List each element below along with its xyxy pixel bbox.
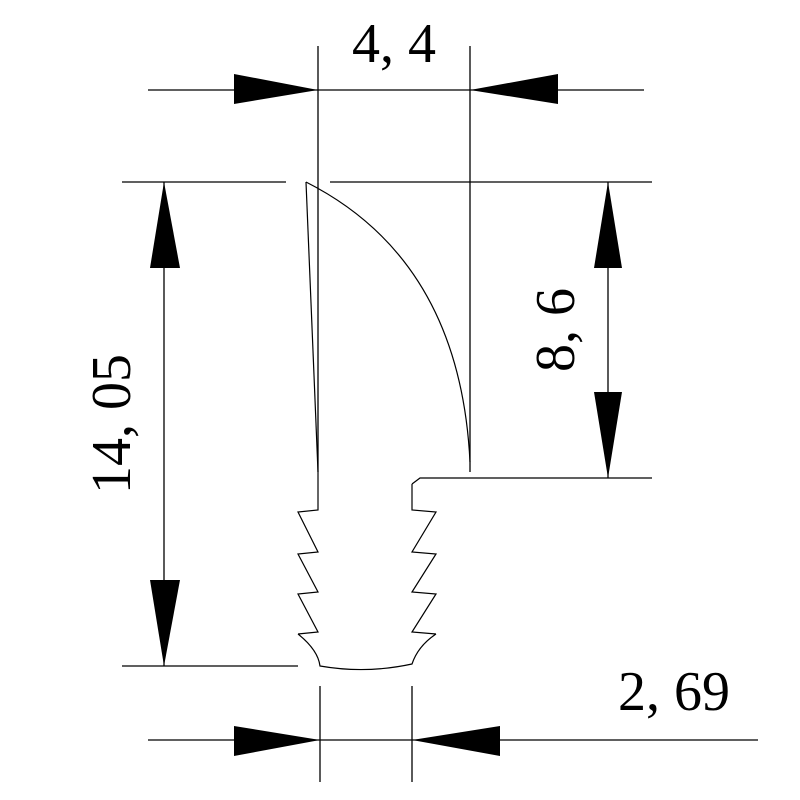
upper-height-bottom-arrowhead (594, 392, 622, 478)
upper-height-dimension: 8, 6 (330, 181, 652, 479)
bottom-width-label: 2, 69 (618, 661, 730, 723)
overall-height-dimension: 14, 05 (81, 181, 298, 667)
shoulder-edge (411, 477, 470, 485)
base-bottom-curve (297, 633, 437, 671)
right-serrated-edge (410, 484, 438, 635)
bottom-left-arrowhead (234, 726, 320, 756)
left-serrated-edge (297, 472, 319, 635)
top-width-label: 4, 4 (352, 13, 436, 75)
bottom-width-dimension: 2, 69 (148, 661, 758, 782)
lip-inner-edge (305, 181, 319, 473)
overall-height-top-arrowhead (150, 182, 180, 268)
overall-height-label: 14, 05 (81, 354, 143, 494)
bottom-right-arrowhead (412, 726, 500, 756)
top-width-dimension: 4, 4 (148, 13, 644, 472)
seal-profile (297, 181, 471, 671)
curved-lip-outline (305, 181, 471, 463)
top-right-arrowhead (470, 74, 558, 104)
overall-height-bottom-arrowhead (150, 580, 180, 666)
top-left-arrowhead (234, 74, 318, 104)
upper-height-top-arrowhead (594, 182, 622, 268)
upper-height-label: 8, 6 (525, 288, 587, 372)
